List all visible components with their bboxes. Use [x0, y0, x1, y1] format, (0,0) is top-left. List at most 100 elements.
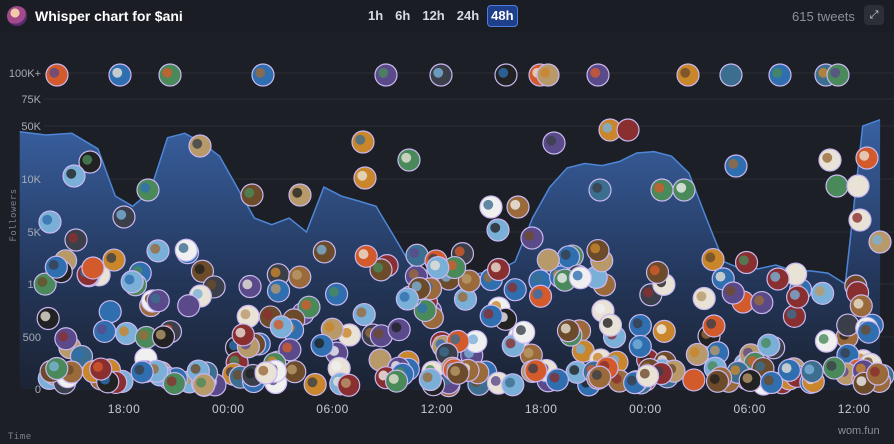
- avatar-detail: [270, 283, 281, 294]
- x-tick-label: 06:00: [316, 402, 349, 416]
- tweet-count: 615 tweets: [792, 9, 855, 24]
- avatar-detail: [48, 260, 59, 270]
- avatar-detail: [235, 327, 246, 338]
- avatar-detail: [705, 252, 716, 263]
- avatar-detail: [40, 311, 51, 322]
- avatar-detail: [490, 376, 501, 386]
- avatar-detail: [856, 376, 867, 387]
- avatar-detail: [245, 368, 256, 379]
- avatar-detail: [515, 325, 526, 336]
- avatar-detail: [595, 303, 606, 314]
- avatar-detail: [150, 293, 161, 304]
- avatar-detail: [528, 363, 539, 374]
- avatar-detail: [316, 244, 327, 255]
- tab-6h[interactable]: 6h: [395, 8, 411, 23]
- avatar-detail: [292, 269, 302, 280]
- avatar-detail: [450, 366, 461, 377]
- avatar-detail: [649, 265, 660, 276]
- avatar-detail: [162, 67, 173, 78]
- tab-24h[interactable]: 24h: [456, 8, 480, 23]
- avatar-detail: [134, 364, 145, 375]
- avatar-detail: [602, 317, 613, 328]
- avatar-detail: [709, 374, 720, 384]
- x-tick-label: 00:00: [629, 402, 662, 416]
- avatar-detail: [540, 252, 551, 263]
- avatar-detail: [632, 318, 643, 329]
- avatar-detail: [242, 279, 253, 290]
- avatar-detail: [307, 377, 318, 388]
- avatar-detail: [849, 285, 860, 296]
- avatar-detail: [498, 67, 509, 78]
- avatar-detail: [166, 376, 177, 387]
- avatar-detail: [572, 270, 583, 281]
- avatar-detail: [408, 269, 419, 280]
- avatar-detail: [196, 377, 207, 388]
- avatar-detail: [192, 138, 203, 149]
- avatar-detail: [560, 323, 571, 334]
- avatar-detail: [82, 154, 93, 165]
- avatar-detail: [643, 287, 654, 298]
- avatar-detail: [696, 291, 707, 302]
- expand-icon[interactable]: ⤢: [864, 5, 884, 25]
- avatar-detail: [840, 317, 850, 328]
- avatar-detail: [557, 273, 568, 283]
- avatar-detail: [591, 369, 602, 380]
- avatar-detail: [850, 178, 861, 189]
- avatar-detail: [575, 344, 586, 354]
- avatar-detail: [789, 289, 800, 300]
- avatar-detail: [822, 152, 833, 163]
- avatar-detail: [282, 342, 293, 353]
- avatar-detail: [85, 260, 96, 271]
- tab-12h[interactable]: 12h: [422, 8, 445, 23]
- avatar-detail: [262, 309, 273, 320]
- avatar-detail: [314, 338, 325, 349]
- avatar-detail: [355, 134, 366, 145]
- avatar-detail: [106, 252, 117, 263]
- avatar-detail: [730, 365, 741, 376]
- avatar-detail: [505, 338, 516, 349]
- x-tick-label: 12:00: [838, 402, 871, 416]
- avatar-detail: [656, 324, 667, 335]
- x-axis-title: Time: [8, 432, 32, 442]
- avatar-detail: [430, 260, 441, 271]
- x-tick-label: 00:00: [212, 402, 245, 416]
- avatar-detail: [138, 351, 149, 362]
- avatar-detail: [270, 267, 281, 278]
- avatar-detail: [814, 286, 825, 297]
- avatar-detail: [206, 279, 217, 290]
- avatar-detail: [433, 67, 444, 78]
- avatar-detail: [391, 322, 402, 333]
- avatar-detail: [632, 339, 643, 350]
- avatar-detail: [287, 364, 297, 375]
- avatar-detail: [654, 182, 665, 193]
- avatar-detail: [401, 152, 412, 163]
- avatar-detail: [532, 289, 543, 300]
- avatar-detail: [356, 307, 367, 318]
- avatar-detail: [626, 375, 637, 386]
- avatar-detail: [483, 308, 494, 319]
- avatar-detail: [826, 360, 837, 371]
- x-tick-label: 18:00: [525, 402, 558, 416]
- avatar-detail: [560, 249, 571, 260]
- avatar-detail: [155, 329, 166, 340]
- avatar-detail: [422, 372, 433, 383]
- avatar-detail: [461, 273, 472, 284]
- tab-1h[interactable]: 1h: [368, 8, 384, 23]
- avatar-detail: [523, 347, 534, 358]
- y-tick-label: 5K: [28, 227, 42, 239]
- avatar-detail: [689, 347, 700, 358]
- avatar-detail: [483, 199, 494, 210]
- avatar-detail: [138, 330, 149, 341]
- avatar-detail: [37, 276, 48, 287]
- token-logo: [7, 6, 27, 26]
- avatar-detail: [852, 212, 863, 223]
- avatar-detail: [378, 67, 389, 78]
- avatar-detail: [639, 368, 650, 379]
- timeframe-tabs: 1h 6h 12h 24h 48h: [364, 5, 518, 27]
- avatar-detail: [818, 67, 829, 78]
- avatar-detail: [840, 348, 851, 358]
- avatar-detail: [255, 67, 266, 78]
- avatar-detail: [715, 271, 726, 282]
- tab-48h[interactable]: 48h: [487, 5, 518, 27]
- avatar-detail: [328, 286, 339, 297]
